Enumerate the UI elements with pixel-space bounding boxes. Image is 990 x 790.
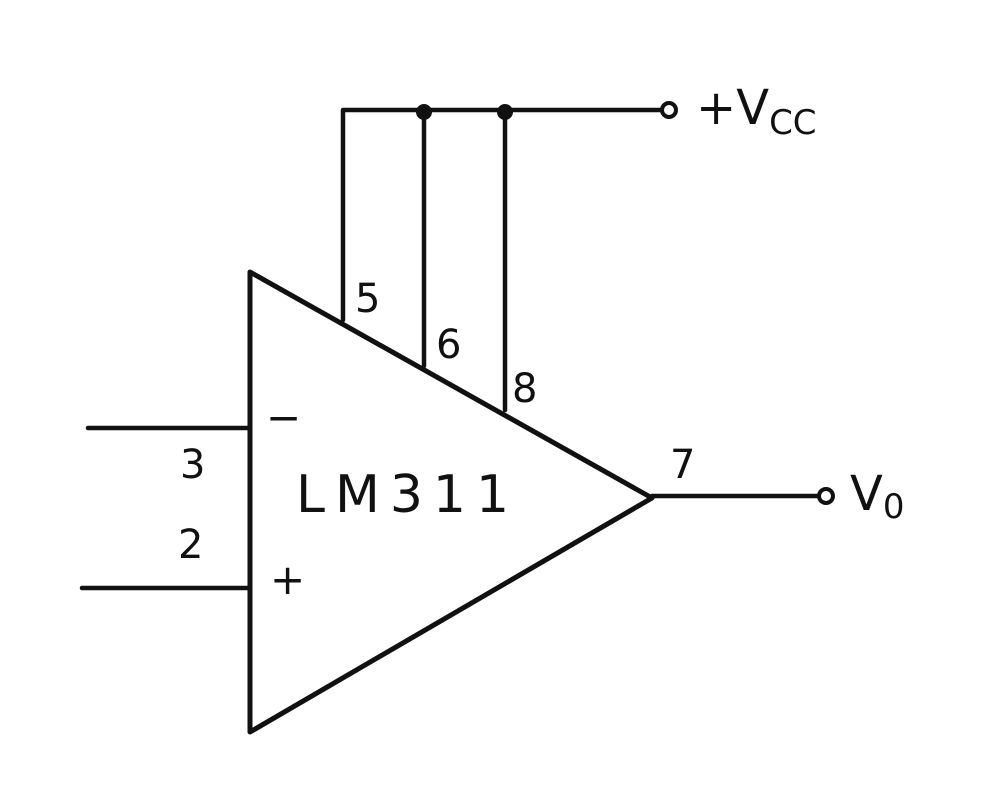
pin-2-label: 2 [178,522,203,568]
supply-subscript: CC [769,103,816,143]
supply-rail-wire [340,107,665,323]
output-terminal[interactable] [817,487,835,505]
pin-8-label: 8 [512,366,537,412]
output-prefix: V [850,466,883,522]
junction-dot-pin6 [416,104,432,120]
comparator-body [247,269,655,735]
supply-label: +VCC [696,80,817,143]
output-label: V0 [850,466,904,527]
supply-prefix: +V [696,80,769,136]
noninverting-sign: + [270,555,305,604]
pin-5-label: 5 [355,276,380,322]
chip-label: LM311 [296,465,519,525]
pin-6-label: 6 [436,322,461,368]
inverting-sign: − [266,393,301,442]
junction-dot-pin8 [497,104,513,120]
output-subscript: 0 [883,487,905,527]
pin-7-label: 7 [670,442,695,488]
supply-terminal[interactable] [660,101,678,119]
pin-3-label: 3 [180,442,205,488]
